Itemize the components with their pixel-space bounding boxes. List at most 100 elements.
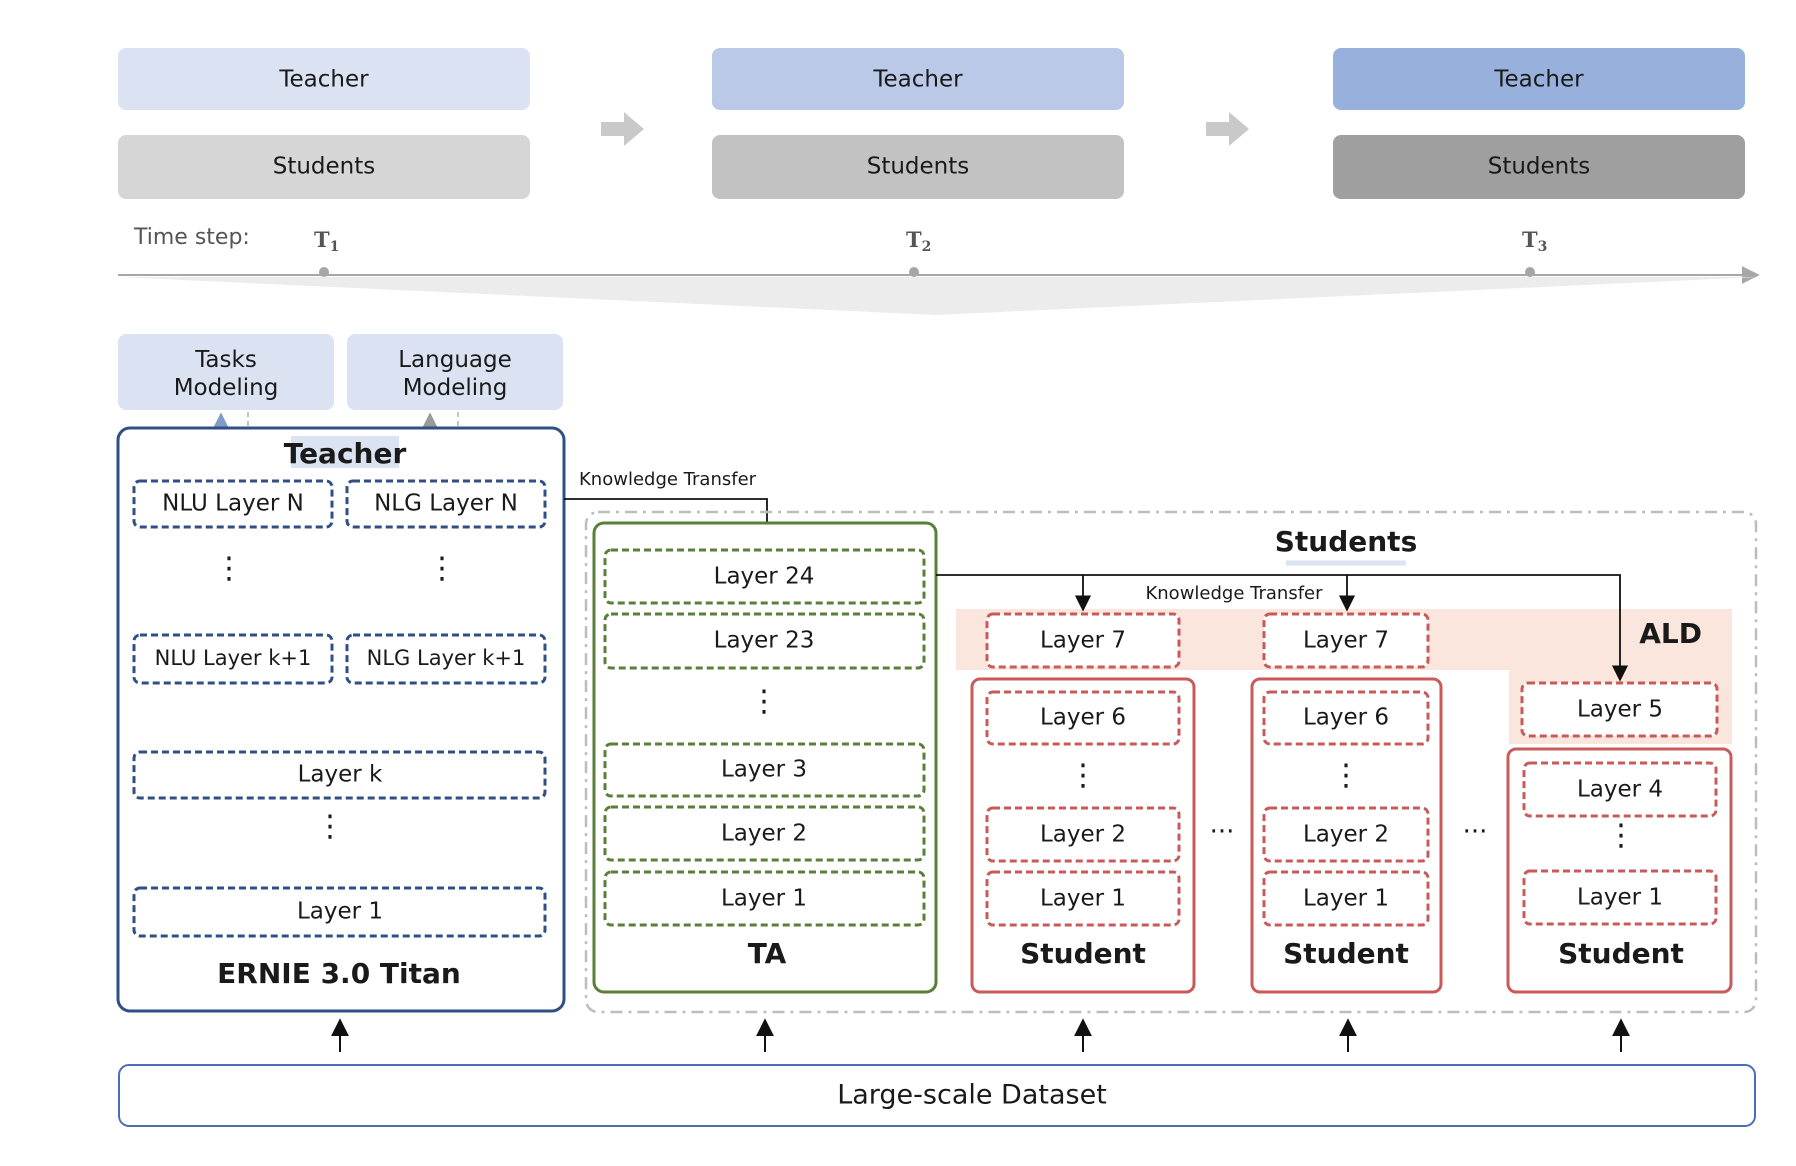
- teacher-title-highlight: [291, 436, 399, 468]
- student1-layer-6: [985, 690, 1181, 746]
- student1-layer-1: [985, 870, 1181, 927]
- student1-ald-layer-label: Layer 7: [1040, 628, 1126, 654]
- student-block-3: Layer 5 Layer 4 ⋮ Layer 1 Student: [1506, 681, 1733, 994]
- time-step-t1: T1: [314, 227, 339, 255]
- language-modeling-box: [347, 334, 563, 410]
- teacher-box-t3: [1333, 48, 1745, 110]
- knowledge-transfer-bus: [936, 574, 1629, 682]
- student2-layer-6-label: Layer 6: [1303, 705, 1389, 731]
- student2-layer-6: [1262, 690, 1430, 746]
- teacher-layer-k-label: Layer k: [298, 762, 383, 788]
- teacher-label-t3: Teacher: [1493, 67, 1584, 93]
- dataset-label: Large-scale Dataset: [837, 1080, 1107, 1111]
- ta-layer-1: [603, 870, 926, 927]
- student1-layer-6-label: Layer 6: [1040, 705, 1126, 731]
- student2-ald-layer-label: Layer 7: [1303, 628, 1389, 654]
- students-box-t2: [712, 135, 1124, 199]
- student2-dots: ⋮: [1331, 758, 1361, 793]
- time-marker-t3: [1525, 267, 1535, 277]
- teacher-layer-k: [132, 750, 547, 800]
- students-label-t3: Students: [1488, 154, 1591, 180]
- student2-ald-layer-7: [1262, 612, 1430, 669]
- student2-name: Student: [1283, 937, 1409, 970]
- ta-layer-24-label: Layer 24: [714, 564, 815, 590]
- nlu-layer-k1-label: NLU Layer k+1: [155, 646, 312, 670]
- ta-layer-23-label: Layer 23: [714, 628, 815, 654]
- teacher-model-name: ERNIE 3.0 Titan: [217, 957, 461, 990]
- teacher-dots-right: ⋮: [427, 551, 457, 586]
- student3-name: Student: [1558, 937, 1684, 970]
- students-ellipsis-2: ···: [1463, 817, 1488, 847]
- nlg-layer-n: [345, 479, 547, 529]
- teacher-dots-left: ⋮: [214, 551, 244, 586]
- students-group-title: Students: [1275, 525, 1418, 558]
- timeline: Teacher Students Teacher Students Teache…: [118, 48, 1760, 315]
- teacher-title: Teacher: [284, 437, 407, 470]
- language-modeling-label-2: Modeling: [403, 375, 508, 401]
- student3-layer-4: [1522, 761, 1718, 818]
- knowledge-transfer-label-1: Knowledge Transfer: [579, 469, 757, 490]
- dataset-box: [118, 1064, 1756, 1127]
- nlu-layer-k1: [132, 633, 334, 685]
- ta-layer-23: [603, 612, 926, 670]
- ta-model-name: TA: [748, 937, 787, 970]
- ta-layer-1-label: Layer 1: [721, 886, 807, 912]
- student2-layer-2: [1262, 806, 1430, 863]
- student1-layer-2-label: Layer 2: [1040, 822, 1126, 848]
- zoom-funnel: [118, 277, 1758, 315]
- ta-layer-3: [603, 742, 926, 798]
- ta-dots: ⋮: [749, 684, 779, 719]
- ald-label: ALD: [1639, 617, 1702, 650]
- students-ellipsis-1: ···: [1210, 817, 1235, 847]
- knowledge-transfer-label-2: Knowledge Transfer: [1145, 583, 1323, 604]
- student3-dots: ⋮: [1606, 818, 1636, 853]
- nlg-layer-n-label: NLG Layer N: [374, 491, 518, 517]
- step-arrow-icon: [601, 112, 644, 146]
- ta-block: Layer 24 Layer 23 ⋮ Layer 3 Layer 2 Laye…: [592, 521, 938, 994]
- time-step-label: Time step:: [133, 225, 250, 250]
- nlg-layer-k1: [345, 633, 547, 685]
- tasks-modeling-label: Tasks: [194, 347, 257, 373]
- student1-dots: ⋮: [1068, 758, 1098, 793]
- teacher-frame: [116, 426, 566, 1013]
- teacher-block: Teacher NLU Layer N NLG Layer N ⋮ ⋮ NLU …: [116, 426, 566, 1013]
- nlu-layer-n: [132, 479, 334, 529]
- time-step-t2: T2: [906, 227, 931, 255]
- student2-layer-1: [1262, 870, 1430, 927]
- student1-name: Student: [1020, 937, 1146, 970]
- students-label-t2: Students: [867, 154, 970, 180]
- nlu-layer-n-label: NLU Layer N: [162, 491, 304, 517]
- teacher-dots-center: ⋮: [315, 809, 345, 844]
- teacher-label-t2: Teacher: [872, 67, 963, 93]
- students-label-t1: Students: [273, 154, 376, 180]
- students-box-t3: [1333, 135, 1745, 199]
- tasks-modeling-box: [118, 334, 334, 410]
- student-block-2: Layer 7 Layer 6 ⋮ Layer 2 Layer 1 Studen…: [1250, 612, 1443, 994]
- time-marker-t2: [909, 267, 919, 277]
- teacher-layer-1-label: Layer 1: [297, 899, 383, 925]
- student1-layer-2: [985, 806, 1181, 863]
- time-marker-t1: [319, 267, 329, 277]
- ta-layer-2-label: Layer 2: [721, 821, 807, 847]
- teacher-box-t1: [118, 48, 530, 110]
- student3-ald-layer-label: Layer 5: [1577, 697, 1663, 723]
- ta-layer-3-label: Layer 3: [721, 757, 807, 783]
- time-step-t3: T3: [1522, 227, 1547, 255]
- dataset-block: Large-scale Dataset: [118, 1018, 1756, 1127]
- student3-layer-4-label: Layer 4: [1577, 777, 1663, 803]
- student3-ald-layer-5: [1520, 681, 1719, 738]
- students-box-t1: [118, 135, 530, 199]
- student3-layer-1-label: Layer 1: [1577, 885, 1663, 911]
- modeling-heads: Tasks Modeling Language Modeling: [118, 334, 563, 453]
- tasks-modeling-label-2: Modeling: [174, 375, 279, 401]
- nlg-layer-k1-label: NLG Layer k+1: [367, 646, 526, 670]
- step-arrow-icon: [1206, 112, 1249, 146]
- student2-layer-1-label: Layer 1: [1303, 886, 1389, 912]
- student3-layer-1: [1522, 869, 1718, 926]
- student2-layer-2-label: Layer 2: [1303, 822, 1389, 848]
- student-block-1: Layer 7 Layer 6 ⋮ Layer 2 Layer 1 Studen…: [970, 612, 1196, 994]
- ta-layer-2: [603, 805, 926, 862]
- ta-layer-24: [603, 548, 926, 605]
